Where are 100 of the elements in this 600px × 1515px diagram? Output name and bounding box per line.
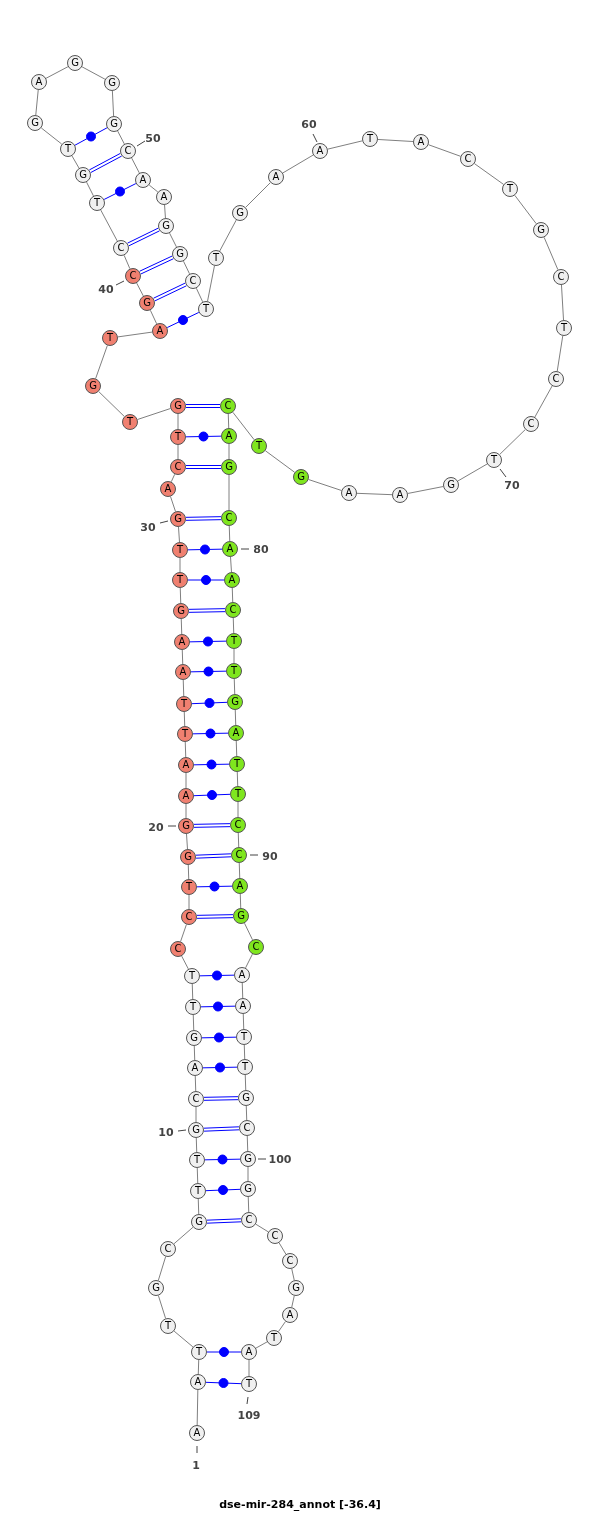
backbone-line [169,232,177,248]
nucleotide-circle: A [282,1307,298,1323]
base-pair-line [206,1218,242,1224]
backbone-line [187,864,190,880]
backbone-line [35,89,39,116]
backbone-line [196,1167,199,1184]
backbone-line [232,617,235,634]
base-pair-line [196,881,233,892]
base-pair-line [206,1347,242,1357]
nucleotide-circle: G [172,246,188,262]
backbone-line [180,618,183,635]
backbone-line [457,463,488,482]
backbone-line [117,331,153,338]
base-pair-line [189,636,227,647]
backbone-line [237,801,239,818]
nucleotide-circle: G [188,1122,204,1138]
nucleotide-circle: T [177,726,193,742]
position-number: 70 [504,478,520,492]
backbone-line [179,557,181,573]
backbone-line [248,1359,250,1377]
nucleotide-circle: G [238,1090,254,1106]
backbone-line [100,209,118,242]
nucleotide-circle: C [267,1228,283,1244]
backbone-line [177,444,179,460]
position-number: 100 [268,1152,292,1166]
backbone-line [197,1198,200,1215]
backbone-line [233,648,235,664]
backbone-line [170,473,176,483]
position-number: 60 [301,117,317,131]
nucleotide-circle: G [104,75,120,91]
nucleotide-circle: T [502,181,518,197]
nucleotide-circle: A [232,878,248,894]
nucleotide-circle: A [174,634,190,650]
nucleotide-circle: T [160,1318,176,1334]
base-pair-line [166,311,200,329]
backbone-line [228,474,230,511]
nucleotide-circle: G [191,1214,207,1230]
base-pair-line [199,970,235,981]
nucleotide-circle: G [85,378,101,394]
base-pair-line [193,790,231,800]
base-pair-line [205,1185,241,1195]
nucleotide-circle: A [135,172,151,188]
base-pair-line [187,575,225,585]
backbone-line [131,157,140,174]
backbone-line [244,1074,247,1091]
base-pair-line [190,666,227,677]
backbone-line [534,385,553,418]
nucleotide-circle: A [241,1344,257,1360]
position-number: 80 [253,542,269,556]
nucleotide-circle: T [172,572,188,588]
backbone-line [228,443,230,460]
backbone-line [181,649,184,665]
nucleotide-circle: T [170,429,186,445]
nucleotide-circle: A [228,725,244,741]
backbone-line [474,163,504,185]
backbone-line [173,1330,194,1348]
base-pair-line [204,1154,241,1165]
position-number: 109 [237,1408,261,1422]
backbone-line [245,953,253,969]
nucleotide-circle: T [181,879,197,895]
nucleotide-circle: G [227,694,243,710]
backbone-line [233,678,236,695]
nucleotide-circle: A [221,428,237,444]
nucleotide-circle: C [282,1253,298,1269]
backbone-line [192,1014,195,1031]
backbone-line [164,204,166,219]
nucleotide-circle: T [198,301,214,317]
nucleotide-circle: T [237,1059,253,1075]
nucleotide-circle: A [160,481,176,497]
backbone-line [197,1359,200,1375]
nucleotide-circle: T [189,1152,205,1168]
backbone-line [185,803,187,819]
nucleotide-circle: C [160,1241,176,1257]
nucleotide-circle: A [413,134,429,150]
base-pair-line [187,544,223,555]
nucleotide-circle: G [170,398,186,414]
backbone-line [137,408,171,420]
backbone-line [173,1226,194,1245]
nucleotide-circle: A [31,74,47,90]
diagram-title: dse-mir-284_annot [-36.4] [219,1498,381,1511]
nucleotide-circle: C [248,939,264,955]
backbone-line [86,181,94,197]
nucleotide-circle: T [556,320,572,336]
backbone-line [183,711,186,727]
backbone-line [98,391,125,417]
position-number: 30 [140,520,156,534]
nucleotide-circle: G [106,116,122,132]
nucleotide-circle: T [266,1330,282,1346]
nucleotide-circle: G [288,1280,304,1296]
nucleotide-circle: G [170,511,186,527]
backbone-line [231,587,234,603]
backbone-line [232,411,255,441]
backbone-line [255,1341,268,1349]
nucleotide-circle: G [139,295,155,311]
nucleotide-circle: T [486,452,502,468]
backbone-line [327,140,363,150]
base-pair-line [139,255,174,275]
nucleotide-circle: C [113,240,129,256]
backbone-line [514,194,537,225]
nucleotide-circle: C [220,398,236,414]
